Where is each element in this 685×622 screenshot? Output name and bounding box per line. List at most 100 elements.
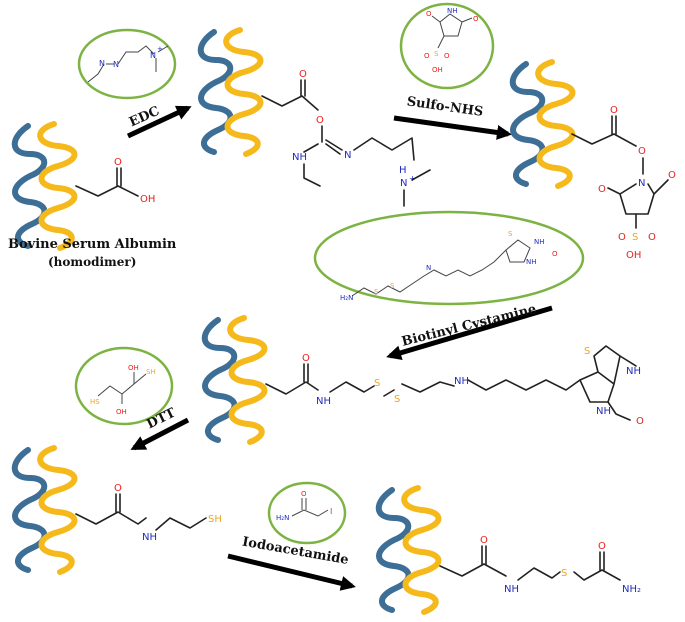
step-label-sulfo-nhs: Sulfo-NHS — [406, 94, 484, 120]
edc-charge: + — [157, 45, 163, 53]
edc-structure — [87, 45, 169, 83]
nhs-atom-o3: O — [424, 52, 430, 60]
dtt-atom-hs: HS — [90, 398, 100, 406]
atom-o: O — [114, 157, 122, 168]
bc-atom-n: N — [426, 264, 431, 272]
sulfo-nhs-structure — [431, 13, 473, 49]
atom-nh: NH — [504, 584, 519, 595]
ia-atom-i: I — [330, 507, 332, 516]
nhs-atom-s: S — [434, 50, 439, 58]
carbonyl-bond — [116, 167, 122, 187]
atom-n-linker: NH — [454, 376, 469, 387]
bc-atom-s1: S — [374, 288, 379, 296]
terminal-carbonyl — [599, 551, 605, 571]
protein-helix-icon — [201, 30, 261, 154]
dtt-atom-sh: SH — [146, 368, 156, 376]
protein-helix-icon — [15, 124, 75, 248]
sulfo-nhs-reagent-circle — [399, 2, 495, 90]
protein-helix-icon — [205, 318, 265, 442]
atom-s-biotin: S — [584, 346, 590, 357]
nhs-ester-chain — [571, 133, 637, 147]
bc-atom-nh1: NH — [534, 238, 545, 246]
biotinyl-cystamine-reagent-circle — [313, 210, 585, 306]
thiol-chain — [75, 511, 147, 525]
atom-n-succinimide: N — [638, 178, 645, 189]
atom-n: N — [344, 150, 351, 161]
linker-chain — [329, 379, 581, 397]
atom-o-s2: O — [648, 232, 656, 243]
atom-nh-biotin1: NH — [626, 366, 641, 377]
atom-nh: NH — [316, 396, 331, 407]
final-amide-chain — [439, 563, 507, 577]
bc-atom-o: O — [552, 250, 558, 258]
atom-o-terminal: O — [598, 541, 606, 552]
ia-atom-h2n: H₂N — [276, 514, 289, 522]
atom-nh: NH — [142, 532, 157, 543]
atom-s1: S — [374, 378, 380, 389]
reaction-arrow-icon — [227, 553, 356, 591]
atom-n-plus: N — [400, 178, 407, 189]
atom-o: O — [610, 105, 618, 116]
nhs-atom-o2: O — [473, 15, 479, 23]
reaction-arrow-icon — [393, 115, 512, 140]
propyl-chain — [353, 137, 415, 161]
dtt-reagent-circle — [74, 346, 174, 426]
succinimide-ring — [607, 179, 669, 215]
reaction-arrow-icon — [386, 305, 553, 361]
final-amide-carbonyl — [481, 545, 487, 565]
nhs-atom-o4: O — [444, 52, 450, 60]
atom-o: O — [299, 69, 307, 80]
acyl-carbonyl — [300, 79, 306, 97]
ia-atom-o: O — [301, 490, 307, 498]
dtt-atom-oh1: OH — [116, 408, 127, 416]
reaction-arrow-icon — [126, 105, 192, 139]
final-thioether-chain — [517, 567, 621, 581]
ethyl-thiol-chain — [155, 517, 207, 531]
protein-subtitle-label: (homodimer) — [48, 255, 136, 269]
nhs-atom-oh: OH — [432, 66, 443, 74]
atom-o: O — [480, 535, 488, 546]
atom-s: S — [632, 232, 638, 243]
atom-o-ring1: O — [598, 184, 606, 195]
iodoacetamide-structure — [291, 498, 329, 517]
atom-o-link: O — [638, 146, 646, 157]
atom-o-biotin: O — [636, 416, 644, 427]
atom-o: O — [114, 483, 122, 494]
atom-s: S — [561, 568, 567, 579]
edc-atom-n3: N — [150, 51, 156, 60]
charge-plus: + — [409, 174, 416, 183]
atom-h: H — [399, 165, 407, 176]
edc-atom-n1: N — [99, 59, 105, 68]
atom-o: O — [302, 353, 310, 364]
atom-o-ester: O — [316, 115, 324, 126]
amide-carbonyl — [303, 363, 309, 383]
atom-oh: OH — [626, 250, 641, 261]
dtt-atom-oh2: OH — [128, 364, 139, 372]
step-label-biotinyl-cystamine: Biotinyl Cystamine — [400, 302, 538, 350]
biotin-rings — [579, 345, 637, 421]
bc-atom-h2n: H₂N — [340, 294, 353, 302]
dtt-structure — [97, 372, 147, 404]
atom-oh: OH — [140, 194, 155, 205]
nhs-ester-carbonyl — [611, 115, 617, 135]
ethyl-group — [303, 163, 321, 187]
biotinyl-cystamine-structure — [351, 239, 531, 297]
protein-helix-icon — [15, 448, 75, 572]
thiol-carbonyl — [115, 493, 121, 513]
nhs-atom-o1: O — [426, 10, 432, 18]
acyl-chain — [261, 95, 319, 111]
reaction-arrow-icon — [130, 417, 190, 451]
dimethyl-group — [403, 169, 431, 207]
bc-atom-s2: S — [390, 282, 395, 290]
carboxyl-chain — [75, 185, 139, 197]
bc-atom-s3: S — [508, 230, 513, 238]
protein-name-label: Bovine Serum Albumin — [8, 237, 177, 252]
atom-nh: NH — [292, 152, 307, 163]
atom-nh-biotin2: NH — [596, 406, 611, 417]
amide-chain — [265, 381, 319, 395]
atom-o-ring2: O — [668, 170, 676, 181]
bc-atom-nh2: NH — [526, 258, 537, 266]
protein-helix-icon — [513, 62, 573, 186]
